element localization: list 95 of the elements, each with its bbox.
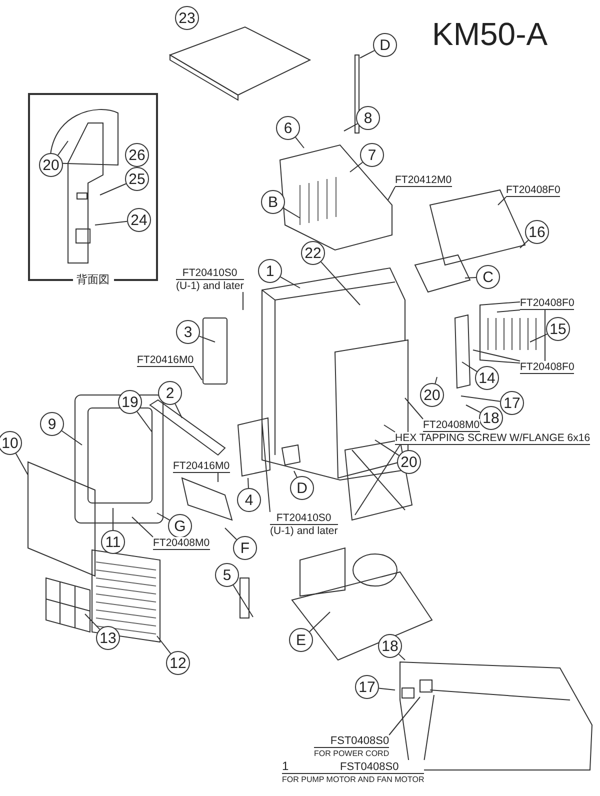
callout-number: G: [168, 514, 192, 538]
callout-number: 20: [39, 153, 63, 177]
leader-line: [136, 411, 152, 432]
callout-number: 13: [96, 626, 120, 650]
callout-number: 20: [420, 383, 444, 407]
callout-number: 17: [500, 391, 524, 415]
leader-line: [198, 336, 216, 342]
callout-number: E: [289, 628, 313, 652]
part-code-label: FT20408F0: [506, 184, 560, 197]
callout-number: 7: [360, 143, 384, 167]
part-code-label: FT20408M0: [423, 419, 480, 432]
leader-line: [472, 350, 520, 362]
leader-line: [57, 140, 68, 156]
part-code-label: FT20410S0 (U-1) and later: [270, 512, 338, 537]
part-code-label: HEX TAPPING SCREW W/FLANGE 6x16: [395, 432, 590, 445]
leader-line: [242, 292, 244, 310]
leader-line: [424, 694, 434, 760]
leader-line: [295, 136, 304, 148]
callout-number: D: [290, 476, 314, 500]
leader-line: [496, 310, 520, 312]
leader-line: [464, 277, 476, 278]
leader-line: [404, 398, 424, 420]
callout-number: 4: [237, 488, 261, 512]
leader-line: [94, 220, 128, 226]
leader-line: [61, 430, 82, 446]
part-code-label: FT20408M0: [153, 537, 210, 550]
leader-line: [520, 240, 529, 248]
callout-number: C: [476, 265, 500, 289]
callout-number: 22: [301, 241, 325, 265]
leader-line: [280, 276, 300, 288]
callout-number: B: [261, 190, 285, 214]
callout-number: D: [373, 33, 397, 57]
part-code-label: FT20408F0: [520, 361, 574, 374]
callout-number: 1: [258, 259, 282, 283]
part-code-label: FT20408F0: [520, 297, 574, 310]
callout-number: 10: [0, 431, 22, 455]
callout-number: 11: [101, 530, 125, 554]
leader-line: [100, 183, 126, 196]
leader-line: [466, 404, 481, 413]
leader-line: [460, 396, 501, 402]
leader-line: [378, 688, 396, 690]
callout-number: 17: [355, 675, 379, 699]
leader-line: [388, 186, 396, 200]
inset-title: 背面図: [72, 274, 114, 286]
part-code-label: FT20410S0 (U-1) and later: [176, 267, 244, 292]
callout-number: 18: [378, 634, 402, 658]
leader-line: [294, 470, 298, 478]
callout-number: 23: [175, 6, 199, 30]
leader-line: [320, 261, 360, 306]
leader-line: [156, 512, 170, 521]
callout-number: 20: [397, 450, 421, 474]
leader-line: [434, 376, 438, 384]
callout-number: 14: [475, 366, 499, 390]
part-code-label: FT20416M0: [137, 354, 194, 367]
part-code-label: FT20416M0: [173, 460, 230, 473]
model-title: KM50-A: [432, 16, 548, 53]
leader-line: [15, 452, 28, 476]
leader-line: [344, 123, 358, 132]
leader-line: [282, 208, 300, 218]
leader-line: [384, 424, 396, 432]
leader-line: [156, 636, 172, 654]
leader-line: [262, 422, 270, 512]
leader-line: [193, 366, 202, 380]
leader-line: [248, 478, 249, 488]
callout-number: 26: [125, 143, 149, 167]
part-code-label: FT20412M0: [395, 174, 452, 187]
leader-line: [350, 162, 363, 172]
leader-line: [174, 403, 182, 418]
callout-number: 3: [176, 320, 200, 344]
leader-line: [388, 696, 420, 736]
leader-line: [112, 508, 114, 530]
leader-line: [132, 516, 154, 538]
leader-line: [462, 362, 478, 372]
leader-line: [374, 440, 400, 456]
callout-number: 24: [127, 208, 151, 232]
callout-number: 2: [158, 381, 182, 405]
callout-number: 8: [356, 106, 380, 130]
leader-line: [398, 654, 406, 660]
leader-line: [360, 50, 375, 58]
callout-number: 19: [118, 390, 142, 414]
callout-number: F: [233, 536, 257, 560]
callout-number: 5: [215, 563, 239, 587]
leader-line: [498, 196, 506, 206]
callout-number: 9: [40, 412, 64, 436]
callout-number: 6: [276, 116, 300, 140]
callout-number: 15: [546, 317, 570, 341]
callout-number: 16: [525, 220, 549, 244]
leader-line: [84, 614, 100, 630]
leader-line: [224, 528, 238, 540]
leader-line: [232, 584, 254, 618]
callout-number: 18: [479, 406, 503, 430]
callout-number: 25: [125, 167, 149, 191]
callout-number: 12: [166, 651, 190, 675]
leader-line: [530, 334, 548, 342]
leader-line: [309, 612, 330, 632]
